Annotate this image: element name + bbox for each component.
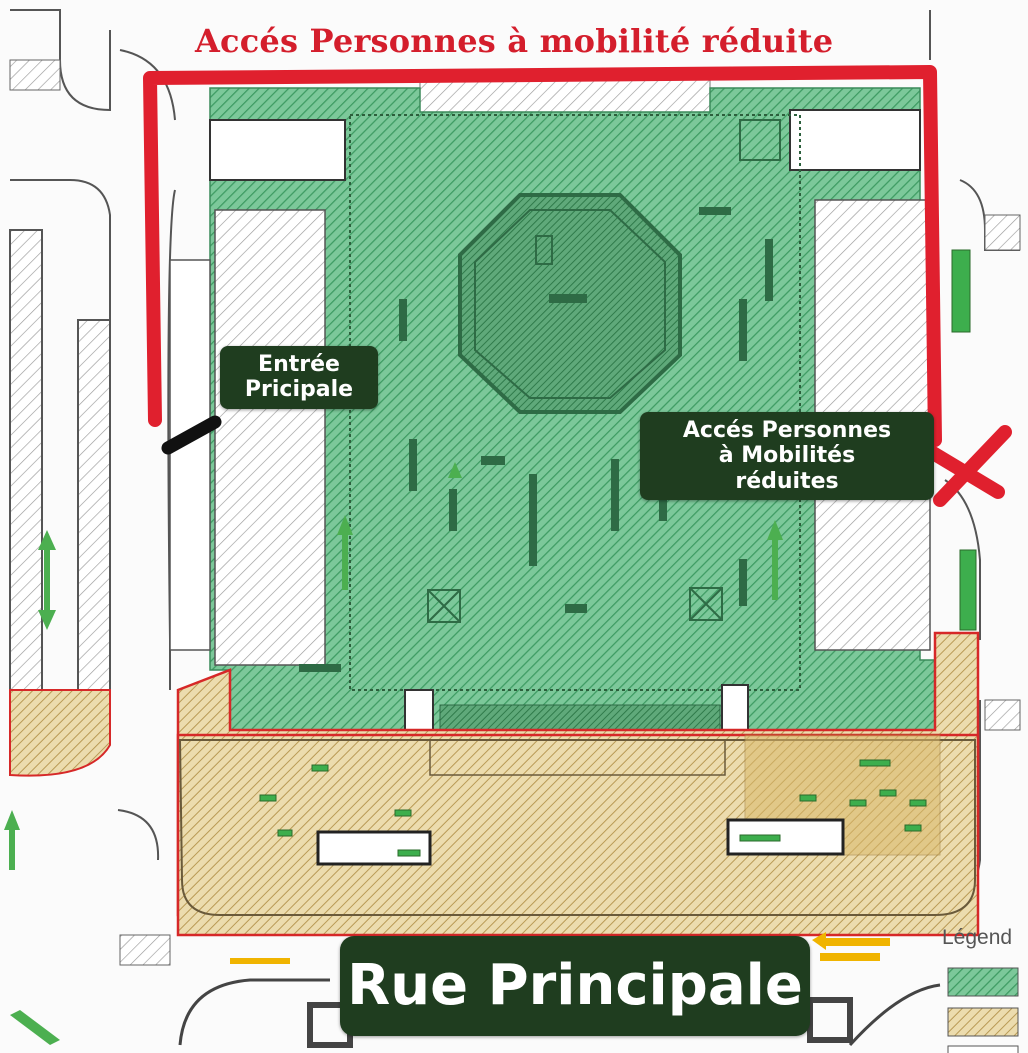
- entrance-label-line2: Pricipale: [244, 377, 354, 403]
- map-title: Accés Personnes à mobilité réduite: [195, 22, 834, 60]
- pmr-label-line2: à Mobilités: [718, 443, 856, 469]
- tan-zone-features: [259, 759, 927, 857]
- pmr-route-line: [143, 65, 942, 447]
- octagon-kiosk: [458, 193, 682, 414]
- green-arrow-icons: [4, 530, 60, 1045]
- entrance-marker-icon: [161, 415, 222, 455]
- inner-square-path: [349, 114, 801, 691]
- entrance-label: Entrée Pricipale: [220, 346, 378, 409]
- pmr-label-line3: réduites: [735, 468, 839, 494]
- legend-swatches: [947, 967, 1019, 1053]
- building-top-right: [789, 109, 921, 171]
- tan-building-right: [726, 818, 845, 856]
- pmr-access-label: Accés Personnes à Mobilités réduites: [640, 412, 934, 500]
- green-zone-features: [299, 119, 781, 672]
- street-label: Rue Principale: [340, 936, 810, 1036]
- yellow-arrows: [230, 932, 890, 964]
- entrance-label-line1: Entrée: [258, 352, 340, 377]
- tan-building-left: [316, 830, 432, 866]
- left-tan-corner: [9, 689, 111, 777]
- building-top-left: [209, 119, 346, 181]
- blocked-x-icon: [921, 425, 1012, 507]
- hatched-block-left: [214, 209, 326, 666]
- green-arrow-icons-center: [337, 462, 783, 600]
- left-top-hatched: [9, 59, 61, 91]
- pmr-label-line1: Accés Personnes: [682, 418, 892, 443]
- legend-title: Légend: [942, 926, 1013, 949]
